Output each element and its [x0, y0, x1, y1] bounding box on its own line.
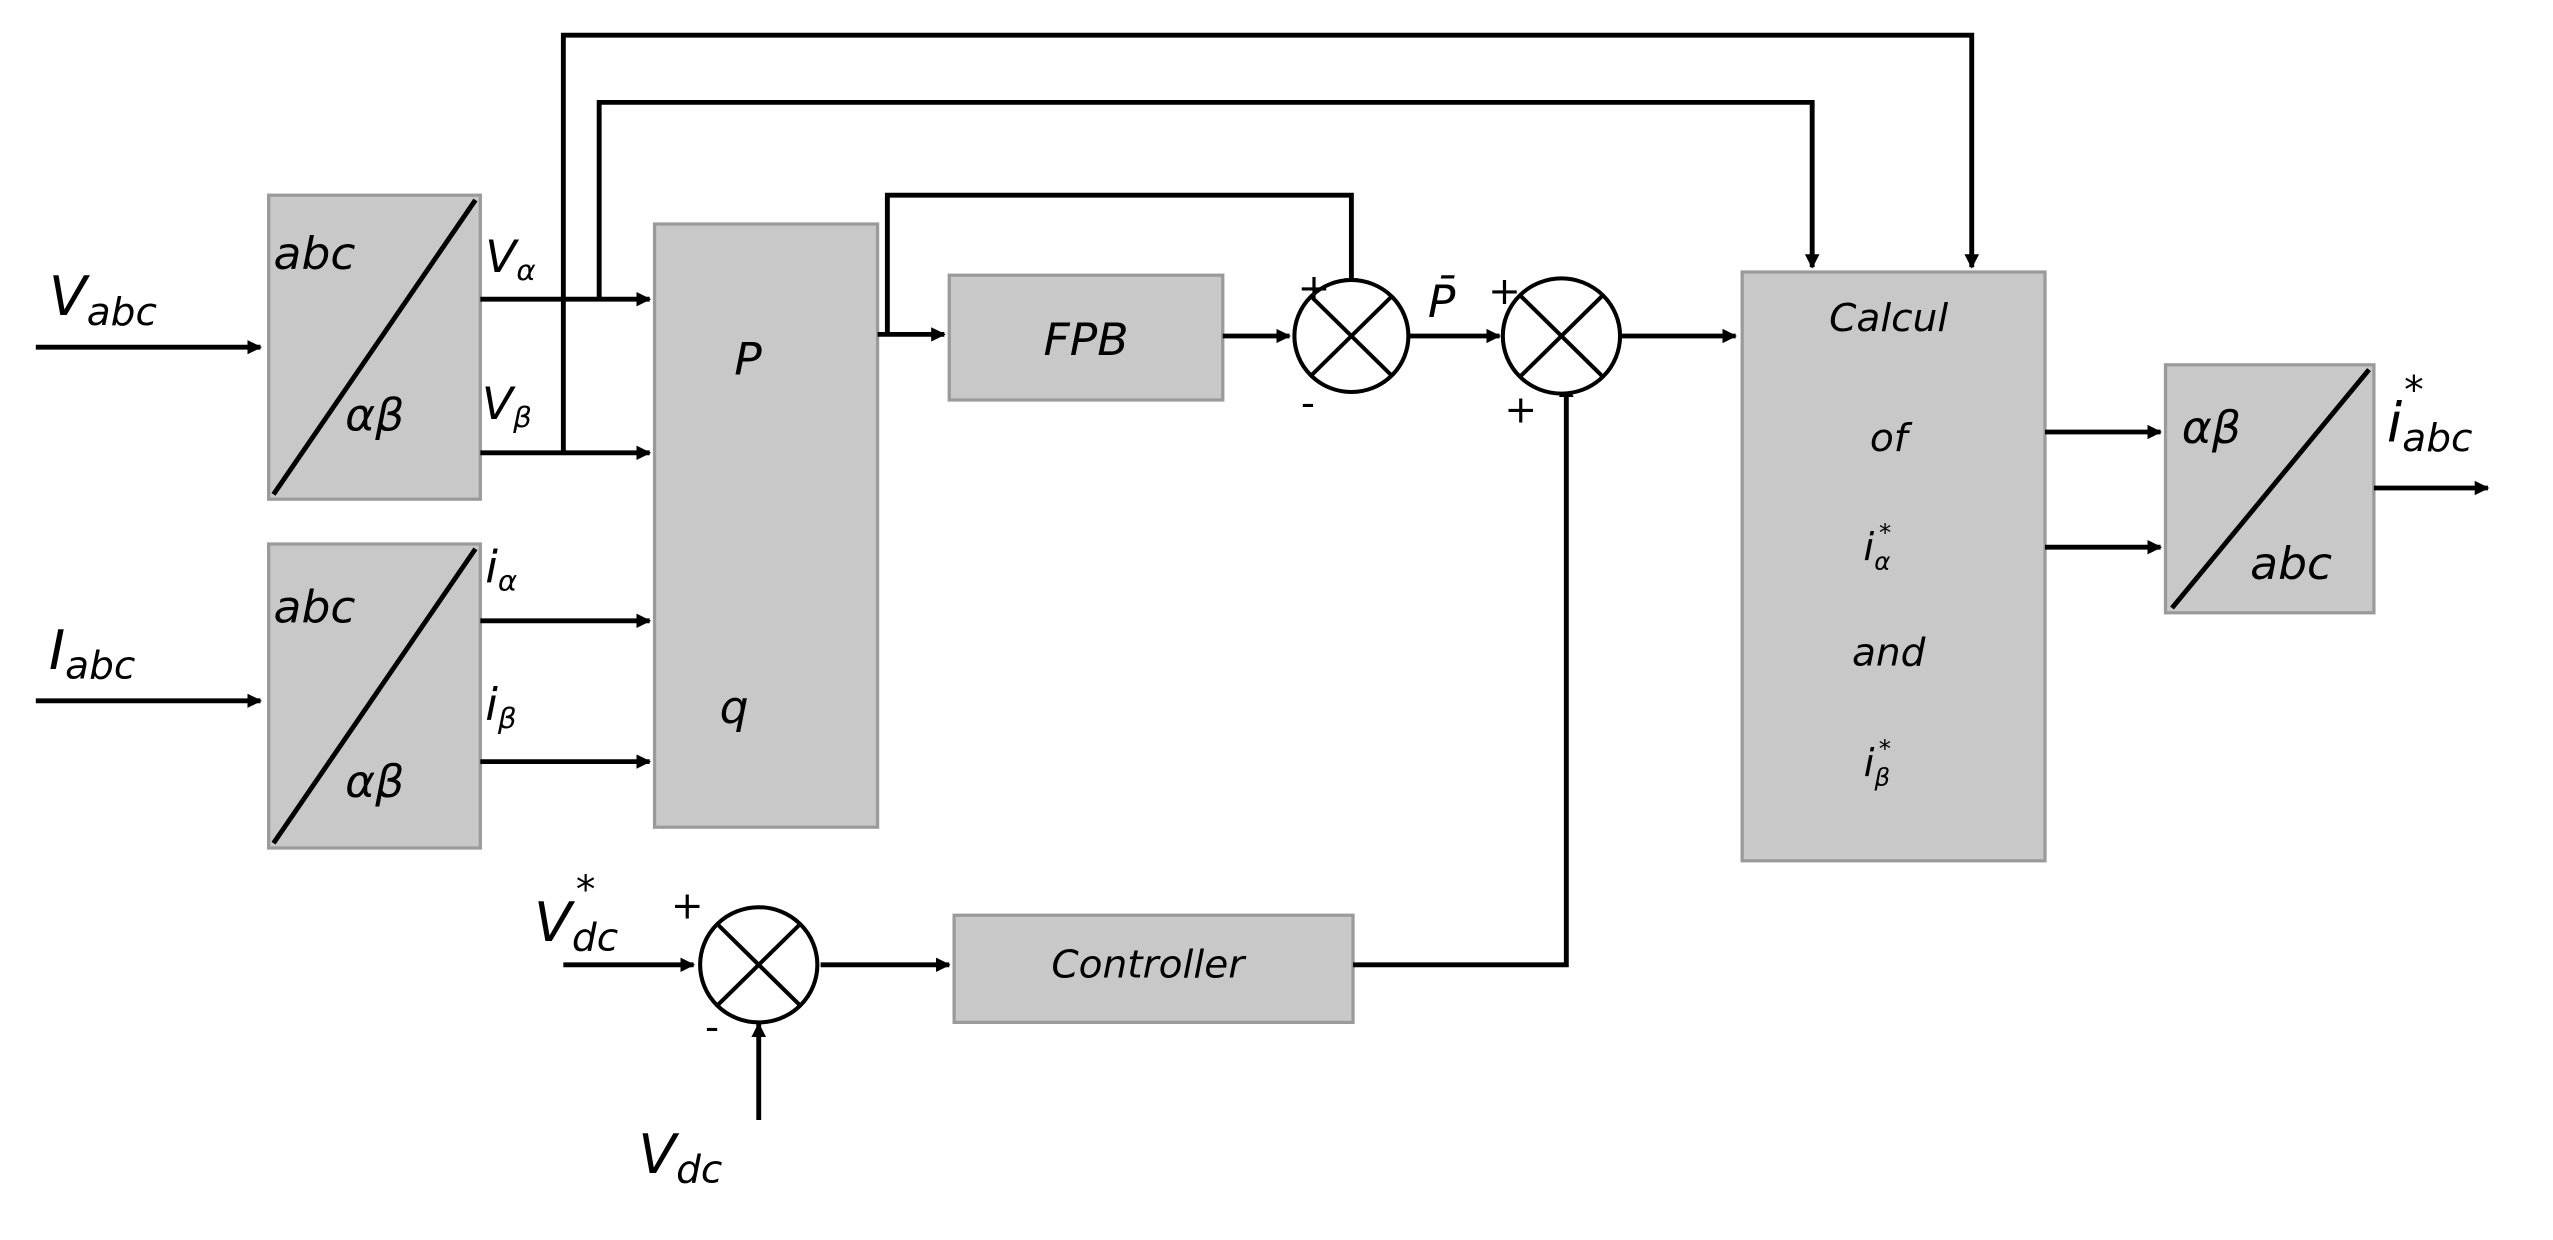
clarke-voltage-top-label: abc — [274, 227, 356, 280]
filter-block — [947, 273, 1225, 402]
sum3-minus-sign: - — [705, 1005, 719, 1050]
calc-label-line2: of — [1870, 417, 1913, 462]
sum1-minus-sign: - — [1301, 381, 1315, 426]
pq-block-p-label: P — [734, 333, 762, 386]
calc-label-line1: Calcul — [1829, 297, 1948, 342]
v-dc-ref-input-label: Vdc* — [534, 868, 618, 961]
i-abc-input-label: Iabc — [49, 618, 136, 688]
wire-controller-to-sum — [1353, 382, 1574, 968]
calc-label-line3: iα* — [1863, 519, 1891, 576]
clarke-voltage-bottom-label: αβ — [345, 389, 404, 442]
clarke-voltage-divider — [271, 198, 478, 496]
pq-calculation-block — [652, 222, 880, 829]
controller-block — [952, 913, 1355, 1024]
sum2-plus-bottom-sign: + — [1504, 388, 1537, 433]
i-beta-signal-label: iβ — [485, 678, 516, 735]
sum1-plus-sign: + — [1298, 266, 1331, 311]
wire-v-beta-feed-forward — [560, 32, 1980, 453]
pq-block-q-label: q — [720, 682, 749, 735]
signal-wires — [35, 32, 2490, 1120]
p-bar-signal-label: P̄ — [1428, 275, 1456, 328]
clarke-current-top-label: abc — [274, 581, 356, 634]
wire-p-bypass — [884, 192, 1359, 335]
inverse-clarke-divider — [2170, 368, 2371, 610]
clarke-current-divider — [271, 547, 478, 845]
summing-junction-filter — [1292, 278, 1411, 394]
clarke-current-bottom-label: αβ — [345, 755, 404, 808]
wire-v-alpha-feed-forward — [596, 100, 1820, 300]
v-alpha-signal-label: Vα — [485, 230, 536, 287]
inverse-clarke-top-label: αβ — [2182, 402, 2241, 455]
i-abc-ref-output-label: iabc* — [2387, 369, 2473, 462]
inverse-clarke-bottom-label: abc — [2250, 538, 2332, 591]
summing-junction-dc — [698, 905, 820, 1025]
sum2-plus-top-sign: + — [1488, 269, 1521, 314]
summing-junction-power — [1500, 276, 1623, 396]
filter-label: FPB — [1044, 314, 1129, 367]
v-beta-signal-label: Vβ — [482, 378, 532, 435]
calc-label-line4: and — [1852, 631, 1926, 676]
calc-label-line5: iβ* — [1864, 735, 1891, 792]
v-dc-input-label: Vdc — [638, 1122, 722, 1192]
reference-current-calc-block — [1740, 270, 2047, 863]
sum3-plus-sign: + — [671, 884, 704, 929]
v-abc-input-label: Vabc — [49, 265, 157, 335]
controller-label: Controller — [1051, 943, 1246, 988]
i-alpha-signal-label: iα — [485, 541, 517, 598]
